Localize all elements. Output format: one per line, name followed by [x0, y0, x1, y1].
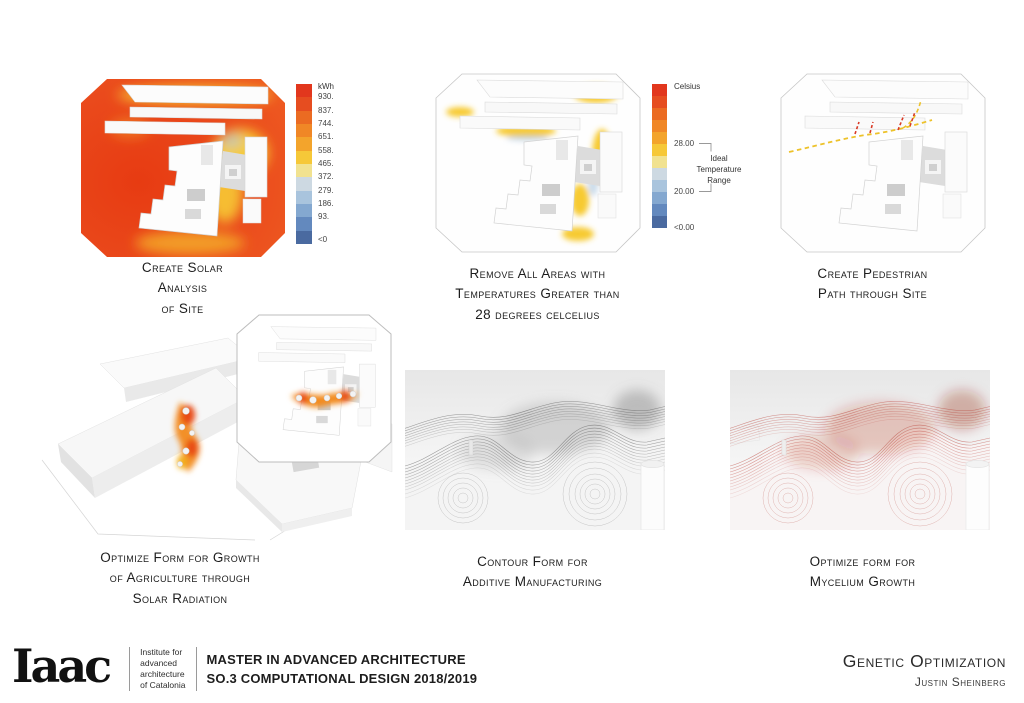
program-title: MASTER IN ADVANCED ARCHITECTURE SO.3 COM…	[206, 651, 478, 687]
celsius-legend-bar	[652, 84, 667, 228]
project-title: Genetic Optimization	[842, 651, 1006, 671]
legend-color-segment	[652, 180, 667, 192]
legend-color-segment	[652, 144, 667, 156]
kwh-legend-title: kWh	[318, 82, 334, 91]
caption-solar-analysis: Create Solar Analysis of Site	[141, 260, 224, 316]
legend-label: 465.	[318, 158, 334, 168]
footer-divider	[195, 647, 197, 692]
legend-color-segment	[296, 190, 312, 204]
project-author: Justin Sheinberg	[914, 675, 1006, 689]
contour-rings	[437, 461, 628, 527]
temperature-removal-figure	[430, 68, 645, 258]
legend-color-segment	[296, 123, 312, 138]
legend-label: 279.	[318, 185, 334, 195]
iaac-logo: Iaac	[12, 639, 112, 694]
cylinder	[965, 460, 990, 530]
post	[781, 439, 787, 456]
institute-name: Institute for advanced architecture of C…	[140, 647, 186, 691]
legend-label: 558.	[318, 145, 334, 155]
legend-color-segment	[296, 84, 312, 98]
caption-contour-form: Contour Form for Additive Manufacturing	[462, 554, 603, 590]
post	[468, 439, 474, 456]
caption-pedestrian-path: Create Pedestrian Path through Site	[817, 266, 928, 302]
legend-color-segment	[652, 132, 667, 144]
agriculture-pods	[177, 407, 195, 467]
pedestrian-path-figure	[775, 68, 990, 258]
legend-color-segment	[652, 84, 667, 96]
caption-temperature-removal: Remove All Areas with Temperatures Great…	[455, 266, 620, 322]
celsius-lower-label: 20.00	[674, 187, 695, 196]
legend-color-segment	[296, 230, 312, 244]
legend-color-segment	[296, 110, 312, 124]
legend-color-segment	[296, 150, 312, 164]
legend-label: 930.	[318, 92, 334, 102]
kwh-legend: kWh 930. 837. 744. 651. 558. 465. 372. 279. 186.…	[296, 82, 366, 256]
legend-label: 744.	[318, 118, 334, 128]
left-slab-buildings	[57, 337, 254, 498]
contour-form-figure	[405, 370, 665, 530]
legend-color-segment	[652, 96, 667, 108]
legend-label: 93.	[318, 212, 330, 222]
caption-agriculture-optimization: Optimize Form for Growth of Agriculture …	[100, 550, 260, 606]
legend-color-segment	[652, 156, 667, 168]
legend-label: 372.	[318, 172, 334, 182]
legend-color-segment	[652, 204, 667, 216]
legend-color-segment	[652, 120, 667, 132]
kwh-legend-bar	[296, 84, 312, 244]
celsius-upper-label: 28.00	[674, 139, 695, 148]
legend-label: 837.	[318, 105, 334, 115]
legend-color-segment	[296, 97, 312, 111]
cylinder	[640, 460, 665, 530]
legend-color-segment	[296, 203, 312, 218]
celsius-min-label: <0.00	[674, 223, 695, 232]
legend-color-segment	[296, 163, 312, 178]
inset-plan-view	[236, 314, 392, 463]
celsius-legend-title: Celsius	[674, 82, 701, 91]
temperature-layer	[446, 79, 624, 241]
caption-mycelium-growth: Optimize form for Mycelium Growth	[809, 554, 916, 590]
agriculture-optimization-figure	[30, 312, 395, 544]
legend-label: 186.	[318, 198, 334, 208]
legend-color-segment	[652, 216, 667, 228]
footer: Iaac Institute for advanced architecture…	[0, 639, 1024, 703]
contour-rings	[762, 461, 953, 527]
legend-label: 651.	[318, 132, 334, 142]
ideal-temperature-range-label: Ideal Temperature Range	[696, 154, 742, 185]
legend-color-segment	[296, 137, 312, 151]
ideal-range-bracket	[699, 143, 712, 192]
project-credit: Genetic Optimization Justin Sheinberg	[843, 651, 1006, 689]
legend-color-segment	[296, 217, 312, 231]
pedestrian-path-lines	[788, 99, 933, 153]
legend-color-segment	[652, 168, 667, 180]
legend-color-segment	[652, 108, 667, 120]
legend-color-segment	[652, 192, 667, 204]
footer-divider	[129, 647, 131, 692]
celsius-legend: Celsius 28.00 20.00 <0.00 Ideal Temperat…	[652, 82, 762, 234]
mycelium-growth-figure	[730, 370, 990, 530]
legend-color-segment	[296, 177, 312, 191]
legend-label: <0	[318, 235, 328, 244]
solar-analysis-figure	[75, 73, 290, 263]
